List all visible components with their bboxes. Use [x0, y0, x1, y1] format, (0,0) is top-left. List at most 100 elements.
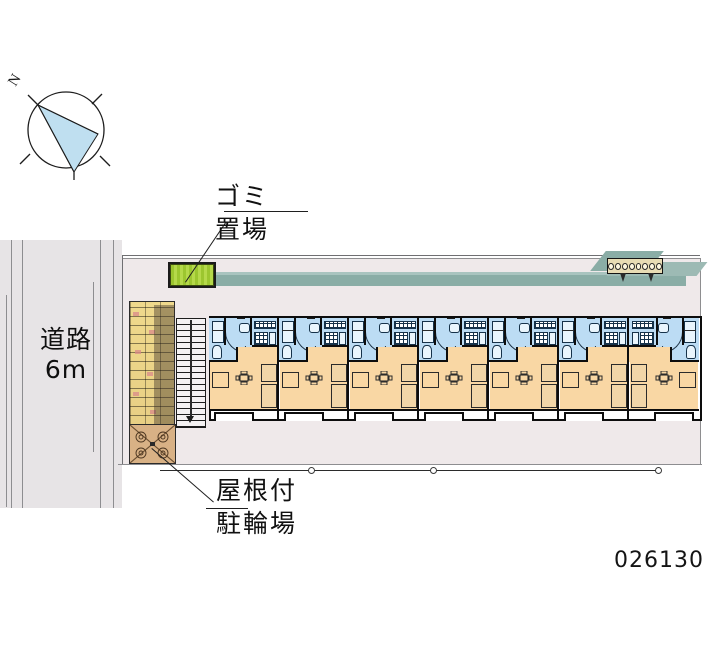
apartment-unit[interactable]	[629, 316, 699, 421]
unit-wall-segment	[320, 318, 322, 345]
unit-refrigerator	[409, 332, 416, 345]
brick-accent	[135, 350, 141, 354]
mailbox-slot-icon	[656, 262, 662, 270]
unit-closet	[611, 364, 627, 382]
unit-wall-segment	[250, 318, 252, 345]
unit-room-wall	[376, 347, 378, 362]
unit-wall-segment	[530, 318, 532, 345]
unit-bath-divider	[422, 330, 434, 331]
garbage-label-line1: ゴミ	[215, 182, 270, 211]
unit-balcony-window	[564, 412, 604, 421]
unit-closet	[631, 364, 647, 382]
unit-closet	[401, 364, 417, 382]
stair-handrail	[190, 320, 192, 420]
brick-wall-shadow	[154, 305, 175, 426]
unit-wall-segment	[349, 316, 417, 318]
unit-furniture-icon	[375, 370, 393, 390]
unit-bathtub	[562, 321, 574, 343]
mailbox-leg-right	[648, 273, 654, 282]
apartment-unit[interactable]	[489, 316, 559, 421]
unit-wall-segment	[294, 318, 296, 345]
unit-bathtub	[492, 321, 504, 343]
unit-wall-segment	[209, 316, 277, 318]
unit-bath-divider	[684, 330, 696, 331]
compass-rose: N	[5, 68, 128, 183]
stair-direction-arrow-icon	[186, 416, 194, 423]
unit-furniture-icon	[585, 370, 603, 390]
apartment-unit[interactable]	[209, 316, 279, 421]
unit-room-wall	[559, 360, 588, 362]
unit-bathtub	[352, 321, 364, 343]
unit-wall-segment	[322, 345, 347, 347]
unit-toilet	[352, 345, 362, 359]
garbage-area-fill	[170, 264, 214, 286]
mailbox-slot-icon	[608, 262, 614, 270]
apartment-unit[interactable]	[419, 316, 489, 421]
unit-kitchen-counter	[324, 321, 346, 329]
garbage-area	[168, 262, 216, 288]
unit-living-room	[238, 347, 277, 362]
unit-refrigerator	[632, 332, 639, 345]
unit-refrigerator	[269, 332, 276, 345]
compass-icon	[19, 91, 111, 180]
garbage-leader-horizontal	[224, 211, 308, 212]
unit-kitchen-sink	[464, 332, 478, 345]
unit-wall-segment	[462, 345, 487, 347]
unit-wall-segment	[392, 345, 417, 347]
brick-accent	[149, 330, 155, 334]
unit-room-wall	[279, 360, 308, 362]
unit-refrigerator	[339, 332, 346, 345]
building-eave-band	[188, 272, 686, 286]
dimension-point-2	[430, 467, 437, 474]
dimension-point-3	[655, 467, 662, 474]
unit-cabinet	[212, 372, 229, 388]
unit-exterior-wall	[559, 409, 627, 411]
unit-wall-segment	[460, 318, 462, 345]
unit-wall-segment	[656, 318, 658, 345]
unit-living-room	[588, 347, 627, 362]
unit-refrigerator	[479, 332, 486, 345]
unit-closet	[471, 364, 487, 382]
unit-bathtub	[422, 321, 434, 343]
unit-bath-divider	[492, 330, 504, 331]
unit-room-wall	[349, 360, 378, 362]
unit-exterior-wall	[349, 409, 417, 411]
apartment-unit[interactable]	[349, 316, 419, 421]
road-label-name: 道路	[39, 325, 92, 354]
brick-accent	[133, 392, 139, 396]
covered-bicycle-parking	[129, 424, 176, 464]
road-label: 道路 6m	[14, 325, 118, 385]
road-edge-line-3	[100, 240, 101, 508]
mailbox-leg-left	[620, 273, 626, 282]
unit-exterior-wall	[629, 409, 699, 411]
brick-accent	[147, 372, 153, 376]
road-dash-mid	[93, 282, 94, 452]
apartment-unit[interactable]	[279, 316, 349, 421]
road-edge-line-1	[11, 240, 12, 508]
apartment-unit[interactable]	[559, 316, 629, 421]
unit-room-wall	[306, 347, 308, 362]
unit-kitchen-counter	[394, 321, 416, 329]
unit-room-wall	[419, 360, 448, 362]
unit-wall-segment	[224, 318, 226, 345]
unit-wall-segment	[629, 316, 699, 318]
unit-storage	[541, 384, 557, 408]
unit-wall-segment	[600, 318, 602, 345]
unit-wall-segment	[682, 318, 684, 345]
mailbox-slot-icon	[614, 262, 621, 270]
lot-bottom-boundary	[118, 464, 702, 465]
unit-living-room	[518, 347, 557, 362]
unit-storage	[261, 384, 277, 408]
unit-kitchen-sink	[604, 332, 618, 345]
unit-closet	[541, 364, 557, 382]
road-edge-line-4	[113, 240, 114, 508]
unit-exterior-wall	[419, 409, 487, 411]
unit-kitchen-sink	[640, 332, 654, 345]
unit-wall-segment	[364, 318, 366, 345]
unit-cabinet	[679, 372, 696, 388]
unit-living-room	[629, 347, 670, 362]
unit-closet	[331, 364, 347, 382]
unit-toilet	[282, 345, 292, 359]
unit-storage	[401, 384, 417, 408]
